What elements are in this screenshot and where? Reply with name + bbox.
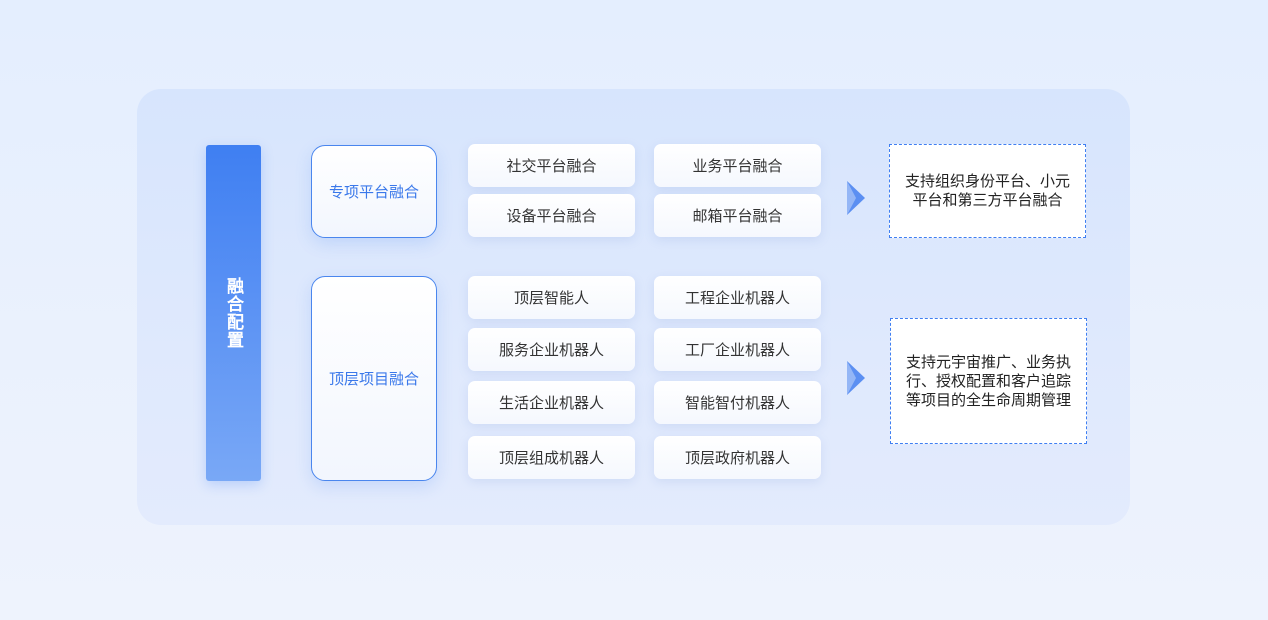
description-line: 行、授权配置和客户追踪	[905, 371, 1071, 390]
group-label: 顶层项目融合	[328, 370, 419, 388]
description-line: 支持元宇宙推广、业务执	[905, 352, 1071, 371]
item-chip: 工程企业机器人	[654, 276, 821, 319]
item-chip: 工厂企业机器人	[654, 328, 821, 371]
description-box: 支持组织身份平台、小元 平台和第三方平台融合	[889, 144, 1086, 238]
item-chip: 业务平台融合	[654, 144, 821, 187]
description-line: 平台和第三方平台融合	[912, 191, 1063, 209]
item-chip: 社交平台融合	[468, 144, 635, 187]
fusion-config-label: 融合配置	[223, 277, 243, 349]
arrow-right-icon	[847, 361, 865, 395]
description-line: 支持组织身份平台、小元	[904, 172, 1070, 190]
item-chip: 智能智付机器人	[654, 381, 821, 424]
arrow-right-icon	[847, 181, 865, 215]
item-chip: 顶层政府机器人	[654, 436, 821, 479]
group-special-platform: 专项平台融合	[311, 145, 437, 238]
item-chip: 设备平台融合	[468, 194, 635, 237]
item-chip: 服务企业机器人	[468, 328, 635, 371]
fusion-config-bar: 融合配置	[206, 145, 261, 481]
item-chip: 顶层智能人	[468, 276, 635, 319]
description-box: 支持元宇宙推广、业务执 行、授权配置和客户追踪 等项目的全生命周期管理	[890, 318, 1087, 444]
description-line: 等项目的全生命周期管理	[905, 390, 1071, 409]
item-chip: 顶层组成机器人	[468, 436, 635, 479]
item-chip: 生活企业机器人	[468, 381, 635, 424]
item-chip: 邮箱平台融合	[654, 194, 821, 237]
group-label: 专项平台融合	[328, 183, 419, 201]
group-top-project: 顶层项目融合	[311, 276, 437, 481]
